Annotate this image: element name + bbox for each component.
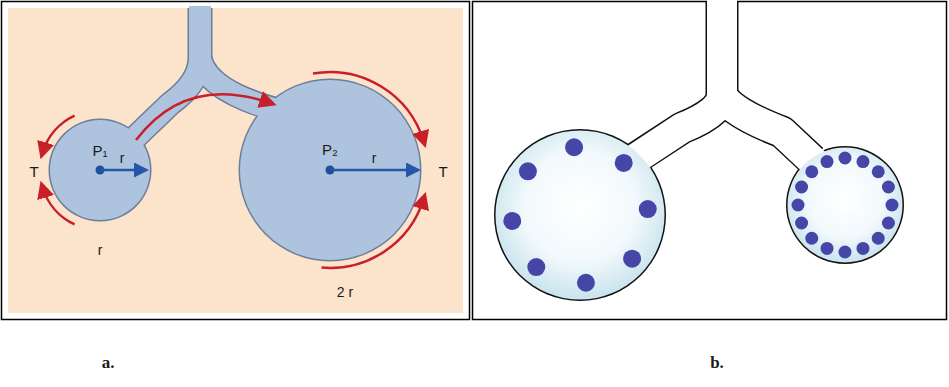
panel-letter: b.	[710, 354, 724, 371]
alveolus-outline	[49, 8, 422, 262]
surfactant-dot	[872, 165, 885, 178]
tension-label: T	[438, 164, 447, 179]
panel-letter: a.	[102, 354, 115, 371]
surfactant-dot	[821, 155, 834, 168]
surfactant-dot	[519, 162, 537, 180]
pressure-label: P₂	[322, 142, 338, 157]
radius-label: 2 r	[337, 285, 353, 299]
surfactant-dot	[577, 274, 595, 292]
surfactant-dot	[805, 232, 818, 245]
pressure-label: P₁	[92, 143, 107, 158]
surfactant-dot	[872, 232, 885, 245]
tension-label: T	[29, 164, 38, 179]
radius-arrow	[100, 169, 146, 172]
surfactant-dot	[795, 216, 808, 229]
surfactant-dot	[623, 250, 641, 268]
surfactant-dot	[527, 258, 545, 276]
surfactant-dots	[503, 138, 656, 291]
panel-ground	[8, 8, 463, 313]
alveolus-fill	[496, 0, 903, 300]
surfactant-dots	[792, 152, 899, 259]
surfactant-dot	[795, 181, 808, 194]
radius-label: r	[98, 243, 103, 257]
surfactant-dot	[805, 165, 818, 178]
surfactant-dot	[839, 152, 852, 165]
alveolus-fill	[50, 6, 420, 260]
surfactant-dot	[639, 200, 657, 218]
radius-arrow	[330, 169, 418, 172]
alveolus-outline	[494, 2, 904, 301]
radius-label: r	[120, 151, 125, 165]
surfactant-dot	[839, 246, 852, 259]
tension-arrow	[43, 72, 424, 268]
panel-frame	[2, 2, 470, 320]
surfactant-dot	[565, 138, 583, 156]
surfactant-dot	[882, 181, 895, 194]
surfactant-dot	[882, 216, 895, 229]
surfactant-dot	[856, 155, 869, 168]
surfactant-dot	[856, 242, 869, 255]
radius-label: r	[372, 151, 377, 165]
surfactant-dot	[615, 154, 633, 172]
surfactant-dot	[821, 242, 834, 255]
surfactant-dot	[503, 212, 521, 230]
surfactant-dot	[792, 199, 805, 212]
surfactant-dot	[886, 199, 899, 212]
